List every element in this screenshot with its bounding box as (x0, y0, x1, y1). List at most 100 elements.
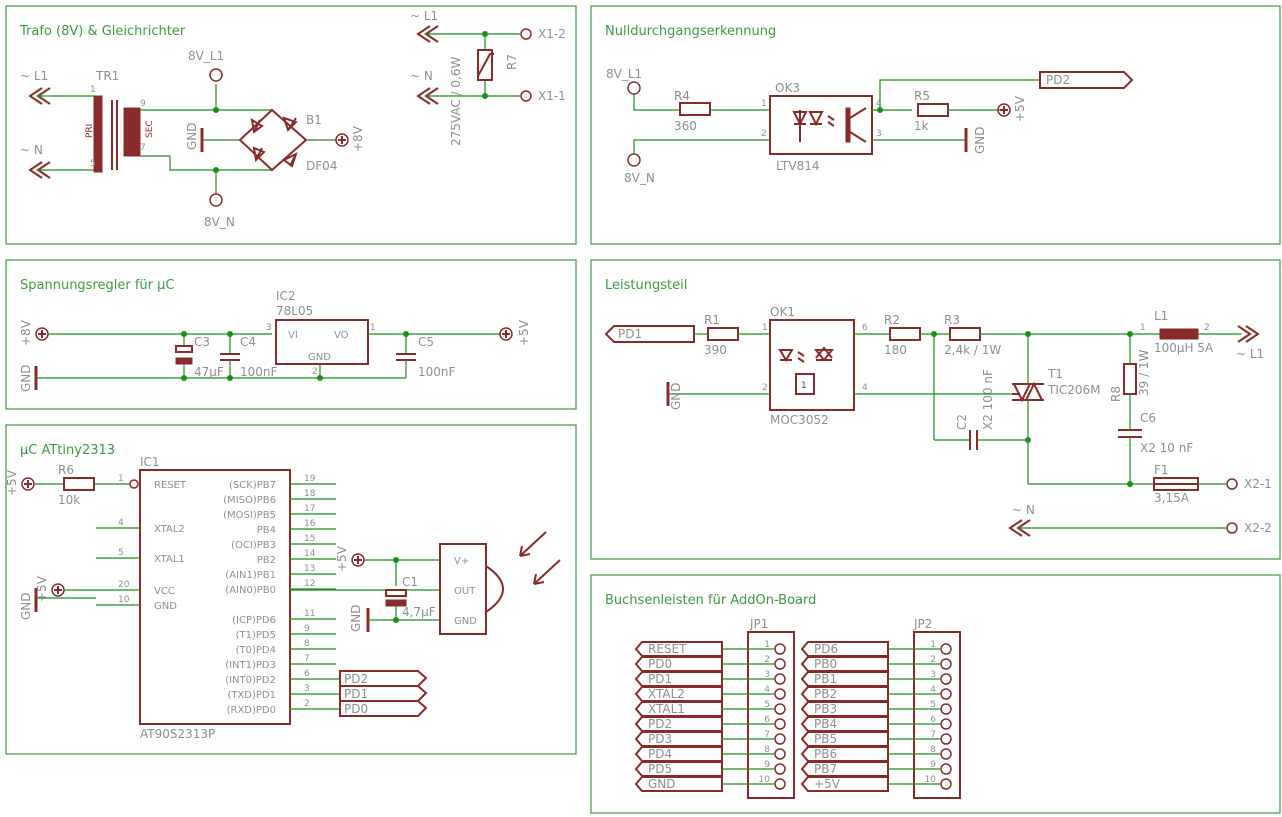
tr1-pri-label: PRI (85, 124, 95, 138)
reg-plus5v-label: +5V (517, 319, 531, 346)
tr1-primary-winding (93, 95, 103, 173)
frame-trafo (5, 5, 577, 245)
frame-spannungsregler (5, 259, 577, 410)
reg-plus8v-label: +8V (19, 319, 33, 346)
pd2-net-flag (1039, 71, 1134, 89)
title-leistungsteil: Leistungsteil (605, 278, 687, 293)
ir-gnd-label: GND (349, 604, 363, 632)
lt-pd1-label: PD1 (618, 327, 642, 341)
jp1-pin (774, 763, 786, 775)
uc-gnd-label: GND (19, 592, 33, 620)
title-buchsen: Buchsenleisten für AddOn-Board (605, 593, 816, 608)
r7-value: 275VAC / 0,6W (449, 57, 463, 146)
ir-light-arrows-icon (519, 531, 561, 585)
uc-section: +5V R6 10k IC1 AT90S2313P 1RESET4XTAL25X… (5, 455, 561, 741)
f1-value: 3,15A (1154, 491, 1190, 505)
ok1-pin4: 4 (862, 383, 868, 393)
jp1-pin (774, 748, 786, 760)
ic1-right-pin-name: (SCK)PB7 (229, 480, 276, 491)
jp2-pin-num: 3 (930, 670, 936, 680)
ic1-right-pin-num: 11 (304, 609, 315, 619)
jp1-pin-num: 5 (764, 700, 770, 710)
tr1-label: TR1 (95, 69, 119, 83)
r7-label: R7 (505, 54, 519, 70)
trafo-8v-n-label: 8V_N (204, 215, 235, 229)
x2-2-connector (1226, 522, 1238, 534)
ic2-value: 78L05 (276, 304, 313, 318)
jp2-pin-num: 9 (930, 760, 936, 770)
ok3-label: OK3 (775, 81, 800, 95)
trafo-n-label: ~ N (20, 143, 43, 157)
ic2-pin2: 2 (312, 367, 318, 377)
c3-label: C3 (194, 335, 210, 349)
r2-resistor-icon (889, 327, 921, 341)
ic1-right-pin-num: 3 (304, 684, 310, 694)
ic1-left-pin-num: 4 (118, 518, 124, 528)
frame-leistungsteil (590, 259, 1281, 560)
trafo-l1-label: ~ L1 (20, 69, 48, 83)
jp1-pin (774, 718, 786, 730)
ic1-left-pin-num: 1 (118, 474, 124, 484)
lt-n-label: ~ N (1012, 503, 1035, 517)
ic1-right-pin-num: 8 (304, 639, 310, 649)
r8-resistor-icon (1123, 363, 1137, 395)
df04-label: DF04 (306, 159, 337, 173)
trafo-nb-label: ~ N (410, 69, 433, 83)
c1-capacitor-icon (385, 589, 407, 597)
jp1-pin-num: 10 (759, 775, 771, 785)
ok1-label: OK1 (770, 305, 795, 319)
x1-1-label: X1-1 (538, 89, 566, 103)
lt-gnd-label: GND (669, 382, 683, 410)
ic1-right-pin-name: (TXD)PD1 (227, 690, 276, 701)
x2-1-connector (1226, 478, 1238, 490)
ic1-right-pin-num: 2 (304, 699, 310, 709)
ir-receiver-icon (439, 543, 487, 635)
jp1-pin (774, 658, 786, 670)
jp2-pin-num: 2 (930, 655, 936, 665)
uc-pd0-flag: PD0 (344, 702, 368, 716)
jp2-pin (940, 703, 952, 715)
t1-value: TIC206M (1047, 383, 1101, 397)
l1-inductor-icon (1159, 328, 1199, 340)
reg-plus5v-connector (499, 327, 513, 341)
ic2-regulator-icon (275, 319, 369, 365)
jp1-net-label: PD2 (648, 717, 672, 731)
jp1-pin-num: 8 (764, 745, 770, 755)
uc-vcc-plus5v-label: +5V (35, 575, 49, 602)
ic1-microcontroller-icon (139, 469, 291, 725)
ic1-right-pin-name: (INT0)PD2 (225, 675, 276, 686)
ic1-right-pin-num: 9 (304, 624, 310, 634)
ic1-left-pin-name: XTAL2 (154, 524, 185, 535)
ic1-right-pin-name: PB4 (257, 525, 276, 536)
r4-value: 360 (674, 119, 697, 133)
f1-label: F1 (1154, 463, 1169, 477)
ic1-right-pin-num: 19 (304, 474, 316, 484)
ic1-right-pin-name: (T1)PD5 (236, 630, 276, 641)
trafo-plus8v-label: +8V (351, 125, 365, 152)
ic1-label: IC1 (140, 455, 160, 469)
ic1-right-pin-name: PB2 (257, 555, 276, 566)
r2-value: 180 (884, 343, 907, 357)
jp1-net-label: PD5 (648, 762, 672, 776)
tr1-sec-label: SEC (145, 120, 155, 138)
arrow-out-l1-icon (1237, 325, 1260, 343)
ic1-right-pin-name: (MISO)PB6 (223, 495, 276, 506)
reg-gnd-label: GND (19, 364, 33, 392)
nd-8v-n-connector (627, 153, 641, 167)
nd-plus5v-connector (997, 103, 1011, 117)
jp2-pin-num: 5 (930, 700, 936, 710)
jp1-pin (774, 688, 786, 700)
jp2-net-flag (800, 776, 889, 792)
net-8v-n-connector (209, 193, 223, 207)
ic1-right-pin-name: (AIN1)PB1 (225, 570, 276, 581)
jp1-pin-num: 6 (764, 715, 770, 725)
r4-label: R4 (674, 89, 690, 103)
nd-plus5v-label: +5V (1013, 95, 1027, 122)
tr1-pin9: 9 (140, 99, 146, 109)
ir-gnd: GND (454, 616, 477, 627)
c3-value: 47µF (194, 365, 224, 379)
r5-label: R5 (914, 89, 930, 103)
ic1-right-pin-num: 6 (304, 669, 310, 679)
r8-label: R8 (1109, 386, 1123, 402)
